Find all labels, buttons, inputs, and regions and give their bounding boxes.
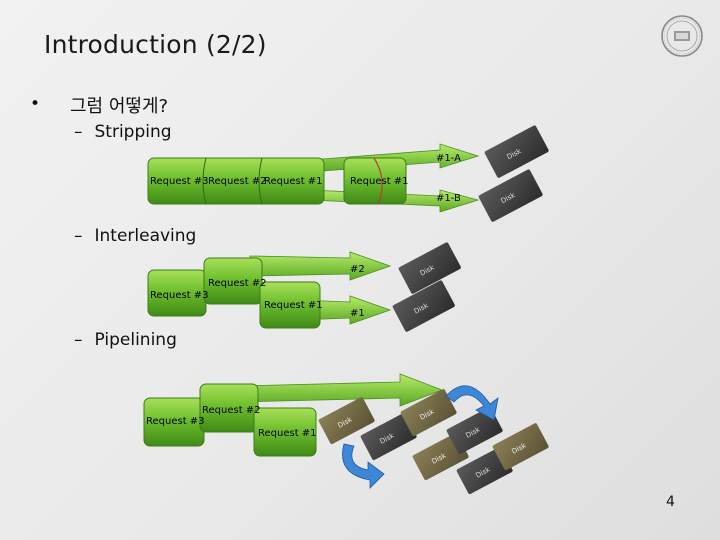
request-label: Request #2	[208, 278, 267, 289]
arrow-label: #1	[350, 308, 365, 319]
request-cylinder	[203, 257, 263, 305]
disk-icon: Disk	[478, 169, 543, 222]
request-cylinder	[147, 157, 325, 205]
arrow-label: #1-B	[436, 193, 461, 204]
bullet-text: 그럼 어떻게?	[70, 96, 169, 117]
disk-icon: Disk	[400, 389, 457, 437]
stripping-diagram: Request #3 Request #2 Request #1 Request…	[147, 125, 549, 222]
disk-icon: Disk	[318, 397, 375, 445]
bullet-marker: •	[30, 94, 41, 114]
disk-icon: Disk	[392, 280, 455, 332]
section-label: Interleaving	[94, 226, 197, 246]
page-number: 4	[666, 494, 675, 510]
split-line	[373, 157, 383, 205]
section-label: Pipelining	[94, 330, 177, 350]
request-label: Request #2	[208, 176, 267, 187]
sub-bullet-interleaving: –Interleaving	[74, 226, 197, 246]
request-label: Request #2	[202, 405, 261, 416]
disk-icon: Disk	[492, 423, 549, 471]
disk-icon: Disk	[456, 447, 513, 495]
request-label: Request #3	[146, 416, 205, 427]
arrow-label: #1-A	[436, 153, 461, 164]
arrow-label: #2	[350, 264, 365, 275]
request-label: Request #3	[150, 290, 209, 301]
pipeline-arrow	[239, 373, 444, 407]
slide-title: Introduction (2/2)	[44, 30, 267, 59]
disk-icon: Disk	[398, 242, 461, 294]
request-label: Request #1	[258, 428, 317, 439]
arrow-2	[249, 251, 392, 281]
section-label: Stripping	[94, 122, 172, 142]
request-cylinder	[253, 407, 317, 457]
request-label: Request #1	[264, 300, 323, 311]
sub-bullet-pipelining: –Pipelining	[74, 330, 177, 350]
disk-icon: Disk	[484, 125, 549, 178]
university-seal-icon	[661, 15, 703, 57]
disk-icon: Disk	[360, 413, 417, 461]
request-label: Request #1	[350, 176, 409, 187]
request-label: Request #1	[264, 176, 323, 187]
cycle-arrow-icon	[445, 385, 499, 421]
interleaving-diagram: Request #3 Request #2 Request #1 #2 #1 D…	[147, 242, 461, 332]
request-label: Request #3	[150, 176, 209, 187]
request-cylinder	[259, 281, 321, 329]
pipelining-diagram: Request #3 Request #2 Request #1 Disk Di…	[143, 373, 549, 495]
cycle-arrow-icon	[342, 443, 385, 489]
sub-bullet-stripping: –Stripping	[74, 122, 172, 142]
request-cylinder	[343, 157, 407, 205]
disk-icon: Disk	[446, 407, 503, 455]
